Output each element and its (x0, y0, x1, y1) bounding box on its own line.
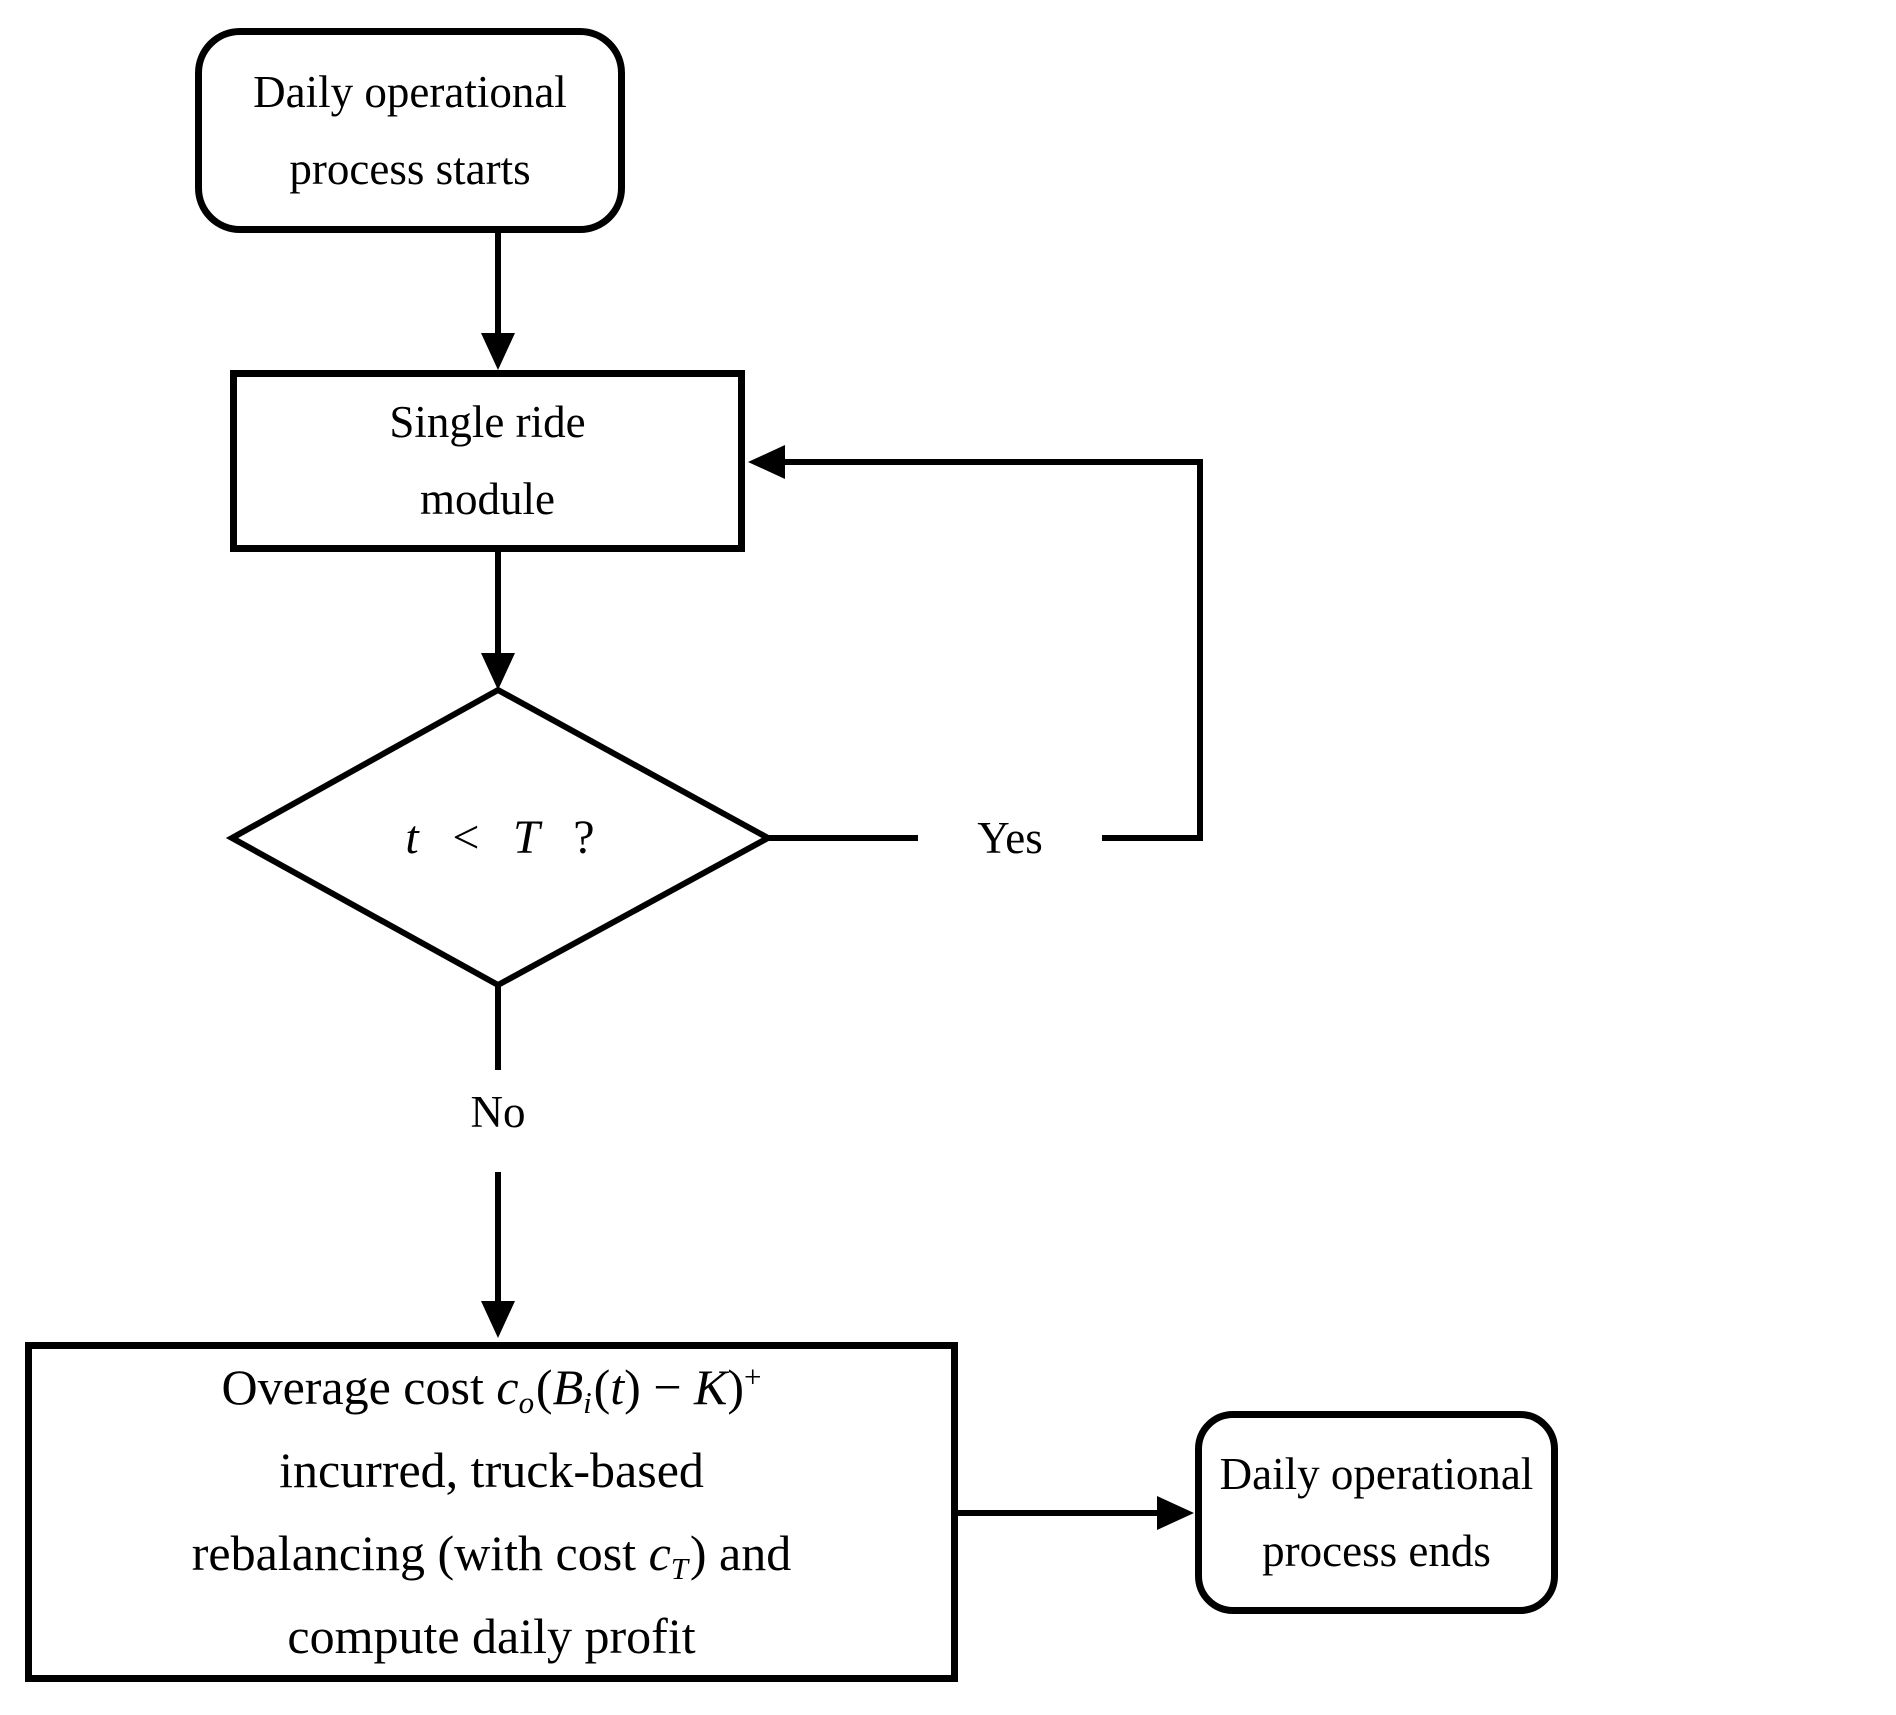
math-c-2: c (648, 1525, 671, 1581)
loop-arrowhead (748, 445, 785, 479)
decision-label: t < T ? (300, 786, 700, 890)
arrow-overage-to-end-head (1157, 1496, 1194, 1530)
minus-sign: ) − (624, 1359, 695, 1415)
end-node-line2: process ends (1262, 1525, 1491, 1576)
arrow-no-to-overage-head (481, 1301, 515, 1338)
loop-line-right-2 (782, 459, 1203, 841)
arrow-single-ride-to-decision-head (481, 653, 515, 690)
overage-text-3: rebalancing (with cost (191, 1525, 649, 1581)
math-B: B (552, 1359, 584, 1415)
math-sub-T: T (670, 1551, 689, 1587)
paren-close: ) (727, 1359, 745, 1415)
math-sub-o: o (518, 1385, 535, 1421)
decision-var-t: t (405, 811, 419, 864)
start-node-line1: Daily operational (253, 66, 567, 117)
math-sub-i: i (583, 1385, 592, 1421)
overage-line-3: rebalancing (with cost cT) and (192, 1512, 791, 1595)
decision-var-T: T (513, 811, 540, 864)
overage-line-4: compute daily profit (287, 1608, 696, 1664)
overage-text: Overage cost (221, 1359, 497, 1415)
math-t: t (610, 1359, 625, 1415)
decision-operator: < (418, 811, 513, 864)
math-K: K (694, 1359, 728, 1415)
single-ride-node-line1: Single ride (389, 397, 586, 447)
arrow-start-to-single-ride-head (481, 333, 515, 370)
math-sup-plus: + (744, 1358, 762, 1394)
paren-open: ( (535, 1359, 553, 1415)
single-ride-node: Single ride module (230, 370, 745, 552)
overage-line-1: Overage cost co(Bi(t) − K)+ (221, 1346, 761, 1429)
overage-text-3-end: ) and (689, 1525, 792, 1581)
yes-edge-label: Yes (977, 813, 1043, 863)
paren-open-2: ( (593, 1359, 611, 1415)
no-edge-label: No (470, 1087, 526, 1137)
overage-line-2: incurred, truck-based (279, 1442, 704, 1498)
decision-question-mark: ? (539, 811, 595, 864)
end-node-line1: Daily operational (1219, 1448, 1534, 1499)
math-c: c (496, 1359, 519, 1415)
end-node: Daily operational process ends (1195, 1411, 1558, 1614)
single-ride-node-line2: module (420, 474, 555, 524)
start-node: Daily operational process starts (195, 28, 625, 233)
start-node-line2: process starts (289, 143, 531, 194)
overage-node: Overage cost co(Bi(t) − K)+ incurred, tr… (25, 1342, 958, 1682)
